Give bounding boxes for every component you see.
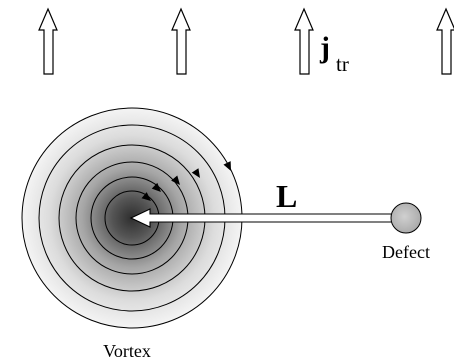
defect-label: Defect: [382, 242, 430, 262]
current-density-symbol: j: [319, 31, 330, 64]
vortex-label: Vortex: [103, 341, 151, 361]
arrowhead-icon: [151, 182, 161, 192]
distance-label: L: [276, 178, 297, 214]
hollow-up-arrow-icon: [436, 7, 454, 75]
hollow-up-arrow-icon: [38, 7, 58, 75]
defect-circle: [390, 202, 422, 234]
arrowhead-icon: [191, 168, 200, 178]
hollow-up-arrow-icon: [294, 7, 314, 75]
circulation-arrowheads: [141, 161, 231, 201]
current-arrows: [38, 7, 454, 75]
hollow-up-arrow-icon: [171, 7, 191, 75]
arrowhead-icon: [223, 161, 231, 171]
arrowhead-icon: [171, 175, 180, 185]
current-density-subscript: tr: [336, 52, 349, 76]
arrowhead-icon: [141, 192, 151, 201]
